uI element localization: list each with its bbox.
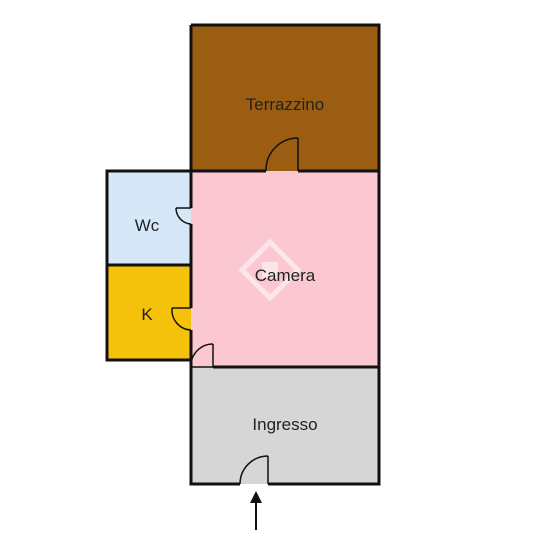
room-terrazzino bbox=[191, 25, 379, 171]
label-k: K bbox=[141, 305, 153, 324]
label-wc: Wc bbox=[135, 216, 160, 235]
label-ingresso: Ingresso bbox=[252, 415, 317, 434]
watermark-logo bbox=[238, 238, 302, 302]
room-wc bbox=[107, 171, 191, 265]
room-k bbox=[107, 265, 191, 360]
room-camera bbox=[191, 171, 379, 367]
doors bbox=[171, 137, 299, 485]
room-ingresso bbox=[191, 367, 379, 484]
label-camera: Camera bbox=[255, 266, 316, 285]
walls bbox=[105, 23, 381, 486]
label-terrazzino: Terrazzino bbox=[246, 95, 324, 114]
arrow-up-icon bbox=[250, 491, 262, 530]
